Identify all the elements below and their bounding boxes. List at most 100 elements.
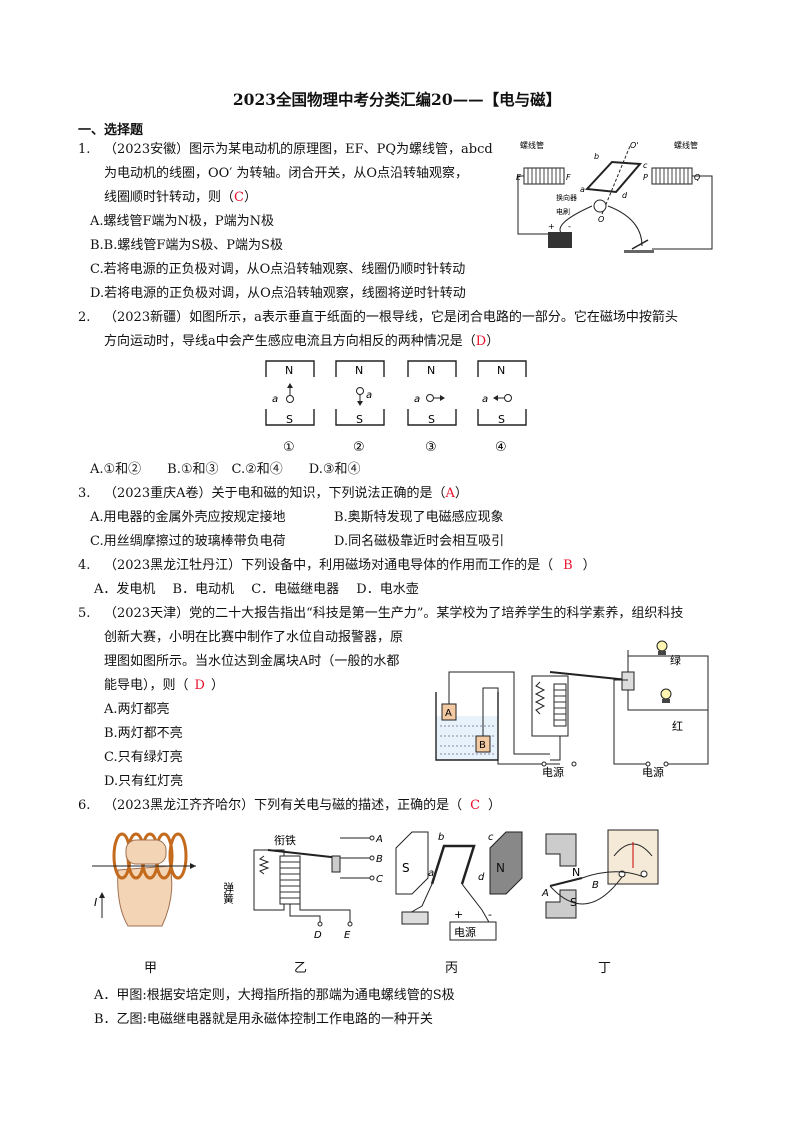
- q1-option-b: B.B.螺线管F端为S极、P端为S极: [90, 238, 283, 253]
- q6-spring-label: 弹簧: [224, 881, 235, 904]
- q1-line3: 线圈顺时针转动，则（C）: [104, 190, 257, 205]
- q1-label-o: O: [598, 215, 604, 224]
- q2-n-4: N: [497, 364, 505, 377]
- q1-answer: C: [234, 190, 244, 205]
- q1-label-f: F: [566, 173, 571, 182]
- q1-label-a: a: [580, 185, 585, 194]
- q6-yi-d: D: [314, 930, 322, 941]
- q5-option-b: B.两灯都不亮: [104, 726, 183, 741]
- q1-label-e: E: [516, 173, 522, 182]
- q3-answer: A: [445, 486, 455, 501]
- q4-line1: 4.（2023黑龙江牡丹江）下列设备中，利用磁场对通电导体的作用而工作的是（B）: [78, 558, 596, 573]
- q2-magnet-diagram: N N N N S S S S a a a a ① ② ③ ④: [265, 360, 527, 455]
- q6-armature-label: 衔铁: [274, 834, 296, 847]
- q6-ding-a: A: [541, 888, 549, 899]
- q1-label-right: 螺线管: [674, 140, 698, 150]
- q5-green-label: 绿: [670, 653, 681, 667]
- q2-n-3: N: [427, 364, 435, 377]
- q1-label-b: b: [594, 152, 599, 161]
- q1-line2: 为电动机的线圈，OO′ 为转轴。闭合开关，从O点沿转轴观察，: [104, 166, 469, 181]
- q1-label-q: Q: [694, 173, 700, 182]
- q5-power-1: 电源: [542, 765, 564, 779]
- q5-block-b: B: [479, 740, 486, 751]
- q6-bing-c: c: [488, 832, 494, 843]
- q2-label-3: ③: [425, 440, 437, 455]
- q2-options: A.①和② B.①和③ C.②和④ D.③和④: [90, 462, 361, 477]
- q6-yi-e: E: [344, 930, 351, 941]
- page-title: 2023全国物理中考分类汇编20——【电与磁】: [232, 90, 562, 109]
- q1-option-d: D.若将电源的正负极对调，从O点沿转轴观察，线圈将逆时针转动: [90, 286, 466, 301]
- q6-bing-s: S: [402, 861, 410, 875]
- q3-option-d: D.同名磁极靠近时会相互吸引: [334, 534, 505, 549]
- q6-ding-b: B: [592, 880, 599, 891]
- q6-bing-a: a: [428, 868, 434, 879]
- q2-a-3: a: [414, 394, 420, 405]
- q1-option-c: C.若将电源的正负极对调，从O点沿转轴观察、线圈仍顺时针转动: [90, 262, 466, 277]
- q5-option-a: A.两灯都亮: [104, 702, 170, 717]
- q6-current-i: I: [94, 896, 97, 909]
- q6-fig-yi: 衔铁 弹簧 A B C D E: [224, 834, 383, 941]
- q2-a-2: a: [366, 390, 372, 401]
- q6-yi-a: A: [375, 834, 383, 845]
- q6-caption-jia: 甲: [144, 961, 158, 976]
- q2-label-1: ①: [283, 440, 295, 455]
- q6-fig-ding: N S A B: [541, 829, 659, 919]
- q1-option-a: A.螺线管F端为N极，P端为N极: [90, 214, 275, 229]
- q5-red-label: 红: [672, 720, 683, 733]
- q6-fig-bing: S N b c a d 电源 +-: [395, 831, 523, 941]
- q5-line1: 5.（2023天津）党的二十大报告指出“科技是第一生产力”。某学校为了培养学生的…: [78, 606, 684, 621]
- q6-yi-c: C: [376, 874, 383, 885]
- q4-answer: B: [563, 558, 573, 573]
- q3-option-c: C.用丝绸摩擦过的玻璃棒带负电荷: [90, 534, 286, 549]
- q6-fig-jia: I: [92, 832, 196, 927]
- q1-motor-diagram: 螺线管 螺线管 E F P Q O' b c a d 换向器 电刷 O + -: [516, 140, 713, 253]
- q2-s-4: S: [498, 413, 505, 426]
- q1-line1: 1.（2023安徽）图示为某电动机的原理图，EF、PQ为螺线管，abcd: [78, 142, 493, 157]
- q3-option-b: B.奥斯特发现了电磁感应现象: [334, 510, 504, 525]
- q5-block-a: A: [445, 708, 452, 719]
- q6-yi-b: B: [376, 854, 383, 865]
- section-heading: 一、选择题: [78, 123, 144, 138]
- q6-option-b: B．乙图:电磁继电器就是用永磁体控制工作电路的一种开关: [94, 1012, 433, 1027]
- q2-a-4: a: [482, 394, 488, 405]
- q2-n-1: N: [285, 364, 293, 377]
- q1-label-p: P: [643, 173, 648, 182]
- q2-line2: 方向运动时，导线a中会产生感应电流且方向相反的两种情况是（D）: [104, 334, 500, 349]
- q3-line1: 3.（2023重庆A卷）关于电和磁的知识，下列说法正确的是（A）: [78, 486, 468, 501]
- q3-option-a: A.用电器的金属外壳应按规定接地: [90, 510, 286, 525]
- svg-text:+: +: [454, 908, 463, 921]
- q6-bing-power: 电源: [454, 925, 476, 939]
- q1-label-d: d: [622, 191, 628, 200]
- q2-answer: D: [475, 334, 487, 349]
- q2-a-1: a: [272, 394, 278, 405]
- svg-text:-: -: [568, 222, 571, 231]
- q2-s-1: S: [286, 413, 293, 426]
- q5-alarm-diagram: A B 电源 绿 红 电源: [435, 640, 709, 779]
- q5-power-2: 电源: [642, 765, 664, 779]
- q5-line4: 能导电），则（D）: [104, 678, 224, 693]
- q1-label-c: c: [643, 161, 648, 170]
- q6-caption-bing: 丙: [445, 961, 459, 976]
- svg-text:-: -: [488, 908, 492, 921]
- q6-caption-ding: 丁: [598, 961, 612, 976]
- q2-label-4: ④: [495, 440, 507, 455]
- q6-bing-d: d: [478, 872, 485, 883]
- q6-line1: 6.（2023黑龙江齐齐哈尔）下列有关电与磁的描述，正确的是（C）: [78, 798, 502, 813]
- q1-label-brush: 电刷: [556, 207, 570, 216]
- q2-label-2: ②: [353, 440, 365, 455]
- q1-label-o2: O': [630, 141, 639, 150]
- svg-text:+: +: [548, 222, 555, 231]
- q2-line1: 2.（2023新疆）如图所示，a表示垂直于纸面的一根导线，它是闭合电路的一部分。…: [78, 310, 678, 325]
- q6-ding-n: N: [572, 866, 580, 879]
- q5-option-c: C.只有绿灯亮: [104, 750, 183, 765]
- q2-s-3: S: [428, 413, 435, 426]
- q5-line2: 创新大赛，小明在比赛中制作了水位自动报警器，原: [104, 630, 404, 645]
- q6-answer: C: [470, 798, 481, 813]
- q5-line3: 理图如图所示。当水位达到金属块A时（一般的水都: [104, 654, 400, 669]
- q2-s-2: S: [356, 413, 363, 426]
- q6-caption-yi: 乙: [294, 961, 308, 976]
- q6-option-a: A．甲图:根据安培定则，大拇指所指的那端为通电螺线管的S极: [94, 988, 455, 1003]
- q4-options: A．发电机 B．电动机 C．电磁继电器 D．电水壶: [94, 582, 419, 597]
- q6-bing-n: N: [496, 861, 505, 875]
- q2-n-2: N: [355, 364, 363, 377]
